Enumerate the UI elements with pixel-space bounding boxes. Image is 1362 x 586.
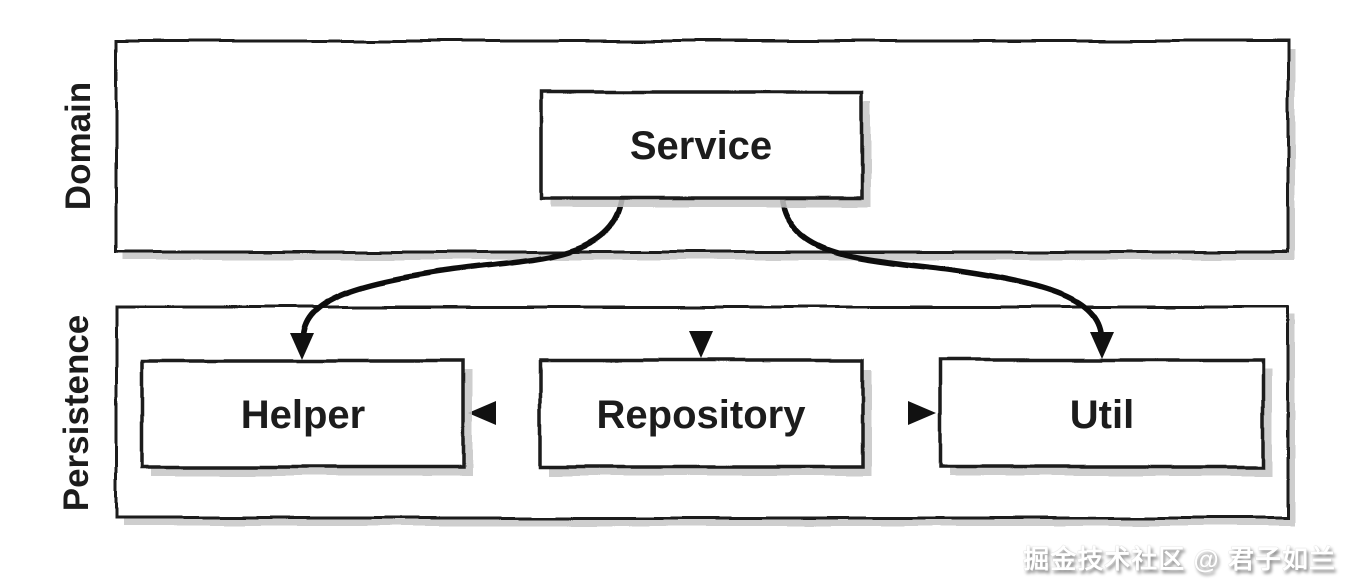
helper-box	[140, 359, 466, 469]
arrowhead-down-icon	[1090, 332, 1114, 359]
node-util: Util	[939, 358, 1272, 476]
domain-layer-label: Domain	[59, 82, 98, 210]
arrowhead-left-icon	[468, 401, 496, 425]
helper-label: Helper	[241, 393, 366, 437]
edge-service-to-repository	[689, 196, 713, 358]
arrowhead-down-icon	[689, 331, 713, 358]
util-box	[939, 358, 1265, 469]
edge-repository-to-helper	[468, 401, 543, 425]
watermark: 掘金技术社区 @ 君子如兰	[1023, 544, 1336, 574]
arrowhead-down-icon	[290, 333, 314, 360]
util-label: Util	[1070, 393, 1134, 437]
edge-service-to-util	[779, 196, 1114, 359]
arrowhead-right-icon	[908, 401, 936, 425]
repository-label: Repository	[597, 393, 807, 437]
persistence-layer-label: Persistence	[57, 315, 96, 512]
service-label: Service	[630, 124, 772, 168]
edge-service-to-util-line	[779, 196, 1104, 339]
edge-service-to-helper-line	[300, 196, 625, 339]
node-service: Service	[539, 90, 871, 207]
node-repository: Repository	[538, 358, 871, 476]
repository-box	[538, 358, 864, 469]
edge-service-to-helper	[290, 196, 625, 360]
node-helper: Helper	[140, 359, 473, 476]
service-box	[539, 90, 864, 200]
